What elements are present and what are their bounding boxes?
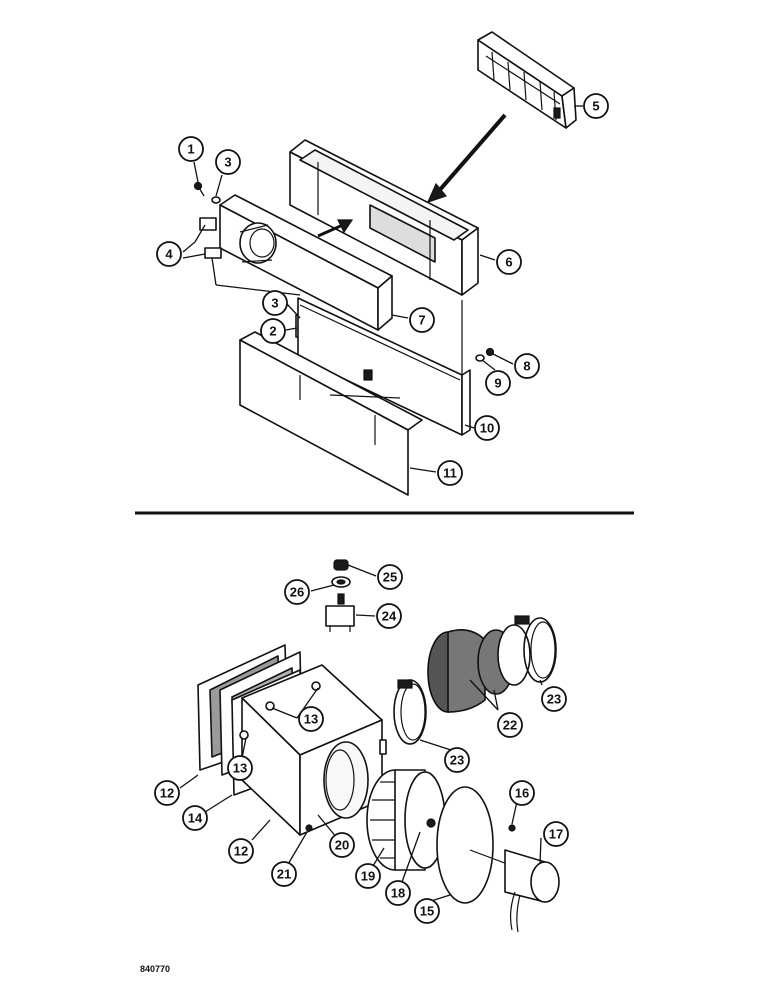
motor-plate-part [436, 786, 494, 904]
svg-text:22: 22 [503, 718, 517, 733]
svg-text:14: 14 [188, 811, 203, 826]
callout-21: 21 [271, 861, 297, 887]
callout-8: 8 [514, 353, 540, 379]
svg-text:5: 5 [592, 99, 599, 114]
svg-text:8: 8 [523, 359, 530, 374]
svg-text:6: 6 [505, 255, 512, 270]
heater-box-part [239, 664, 387, 836]
callout-1: 1 [178, 136, 204, 162]
svg-text:3: 3 [271, 296, 278, 311]
callout-13-upper: 13 [298, 706, 324, 732]
vent-grille-part [477, 31, 577, 129]
callout-26: 26 [284, 579, 310, 605]
svg-text:10: 10 [480, 421, 494, 436]
callout-7: 7 [409, 307, 435, 333]
screw-washer-hardware [461, 300, 495, 375]
svg-text:7: 7 [418, 313, 425, 328]
callout-16: 16 [509, 780, 535, 806]
duct-housing-part [289, 139, 479, 296]
callout-6: 6 [496, 249, 522, 275]
callout-5: 5 [583, 93, 609, 119]
svg-text:1: 1 [187, 142, 194, 157]
svg-text:12: 12 [160, 786, 174, 801]
hose-clamp-part-right [514, 615, 557, 683]
callout-13-lower: 13 [227, 755, 253, 781]
callout-12-lower: 12 [228, 838, 254, 864]
blower-wheel-part [366, 769, 446, 871]
fan-switch-part [325, 559, 355, 632]
callout-10: 10 [474, 415, 500, 441]
callouts: 1 3 5 4 6 3 7 2 8 9 10 11 25 26 24 23 22… [154, 93, 609, 924]
svg-text:23: 23 [547, 692, 561, 707]
svg-text:21: 21 [277, 867, 291, 882]
svg-text:3: 3 [224, 155, 231, 170]
svg-text:25: 25 [383, 570, 397, 585]
svg-text:12: 12 [234, 844, 248, 859]
callout-2: 2 [260, 318, 286, 344]
callout-23-right: 23 [541, 686, 567, 712]
drawing-reference-number: 840770 [140, 964, 170, 974]
callout-23-left: 23 [444, 747, 470, 773]
svg-text:24: 24 [382, 609, 397, 624]
svg-text:18: 18 [391, 886, 405, 901]
svg-text:19: 19 [361, 869, 375, 884]
callout-12-upper: 12 [154, 780, 180, 806]
svg-text:23: 23 [450, 753, 464, 768]
callout-11: 11 [437, 460, 463, 486]
callout-24: 24 [376, 603, 402, 629]
insert-arrow [317, 219, 354, 238]
svg-text:17: 17 [549, 827, 563, 842]
svg-text:13: 13 [304, 712, 318, 727]
svg-text:26: 26 [290, 585, 304, 600]
svg-text:9: 9 [494, 376, 501, 391]
callout-15: 15 [414, 898, 440, 924]
callout-25: 25 [377, 564, 403, 590]
callout-22: 22 [497, 712, 523, 738]
svg-text:13: 13 [233, 761, 247, 776]
mounting-plate-part [219, 194, 393, 331]
svg-text:20: 20 [335, 838, 349, 853]
svg-text:15: 15 [420, 904, 434, 919]
callout-19: 19 [355, 863, 381, 889]
hose-part [427, 624, 531, 713]
front-panel-part [239, 331, 423, 496]
motor-part [469, 824, 560, 933]
callout-17: 17 [543, 821, 569, 847]
callout-9: 9 [485, 370, 511, 396]
svg-text:16: 16 [515, 786, 529, 801]
callout-3-mid: 3 [262, 290, 288, 316]
hose-clamp-part [393, 679, 427, 745]
callout-14: 14 [182, 805, 208, 831]
callout-20: 20 [329, 832, 355, 858]
callout-3-top: 3 [215, 149, 241, 175]
callout-4: 4 [156, 241, 182, 267]
svg-text:2: 2 [269, 324, 276, 339]
svg-text:11: 11 [443, 466, 457, 481]
faceplate-part [297, 297, 471, 436]
svg-text:4: 4 [165, 247, 173, 262]
callout-18: 18 [385, 880, 411, 906]
assembly-arrow [426, 113, 507, 203]
